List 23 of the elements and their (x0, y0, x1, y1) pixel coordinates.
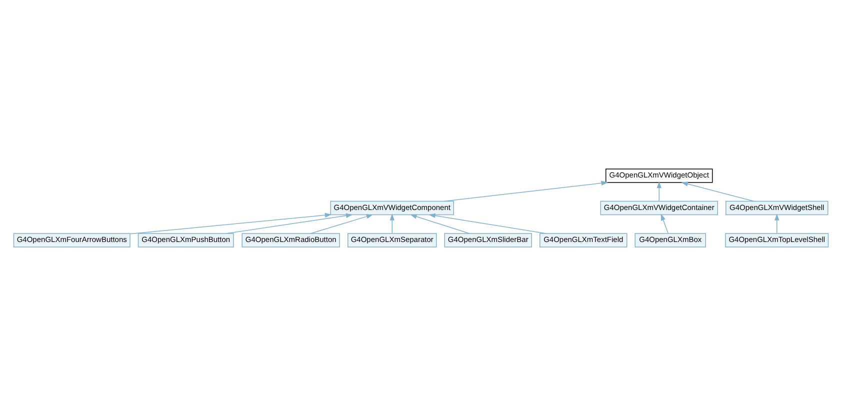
node-box: G4OpenGLXmTextField (540, 233, 628, 248)
node-box: G4OpenGLXmRadioButton (242, 233, 340, 248)
arrow (774, 214, 780, 234)
arrow (428, 213, 546, 234)
node-box: G4OpenGLXmPushButton (138, 233, 234, 248)
arrow (130, 212, 332, 234)
arrow (410, 214, 470, 234)
node-box: G4OpenGLXmVWidgetContainer (600, 200, 718, 216)
arrow (390, 214, 394, 234)
node-box: G4OpenGLXmVWidgetComponent (330, 200, 454, 216)
node-box: G4OpenGLXmSeparator (348, 233, 437, 248)
node-box: G4OpenGLXmFourArrowButtons (13, 233, 130, 248)
node-box: G4OpenGLXmSliderBar (444, 233, 532, 248)
arrow (226, 213, 353, 234)
arrow (656, 181, 662, 202)
arrow (681, 182, 754, 202)
node-box: G4OpenGLXmBox (634, 233, 706, 248)
arrow (444, 180, 608, 202)
node-box: G4OpenGLXmVWidgetObject (606, 168, 713, 183)
node-box: G4OpenGLXmVWidgetShell (726, 200, 828, 216)
arrow (310, 214, 374, 234)
node-box: G4OpenGLXmTopLevelShell (725, 233, 829, 248)
arrow (660, 214, 668, 234)
